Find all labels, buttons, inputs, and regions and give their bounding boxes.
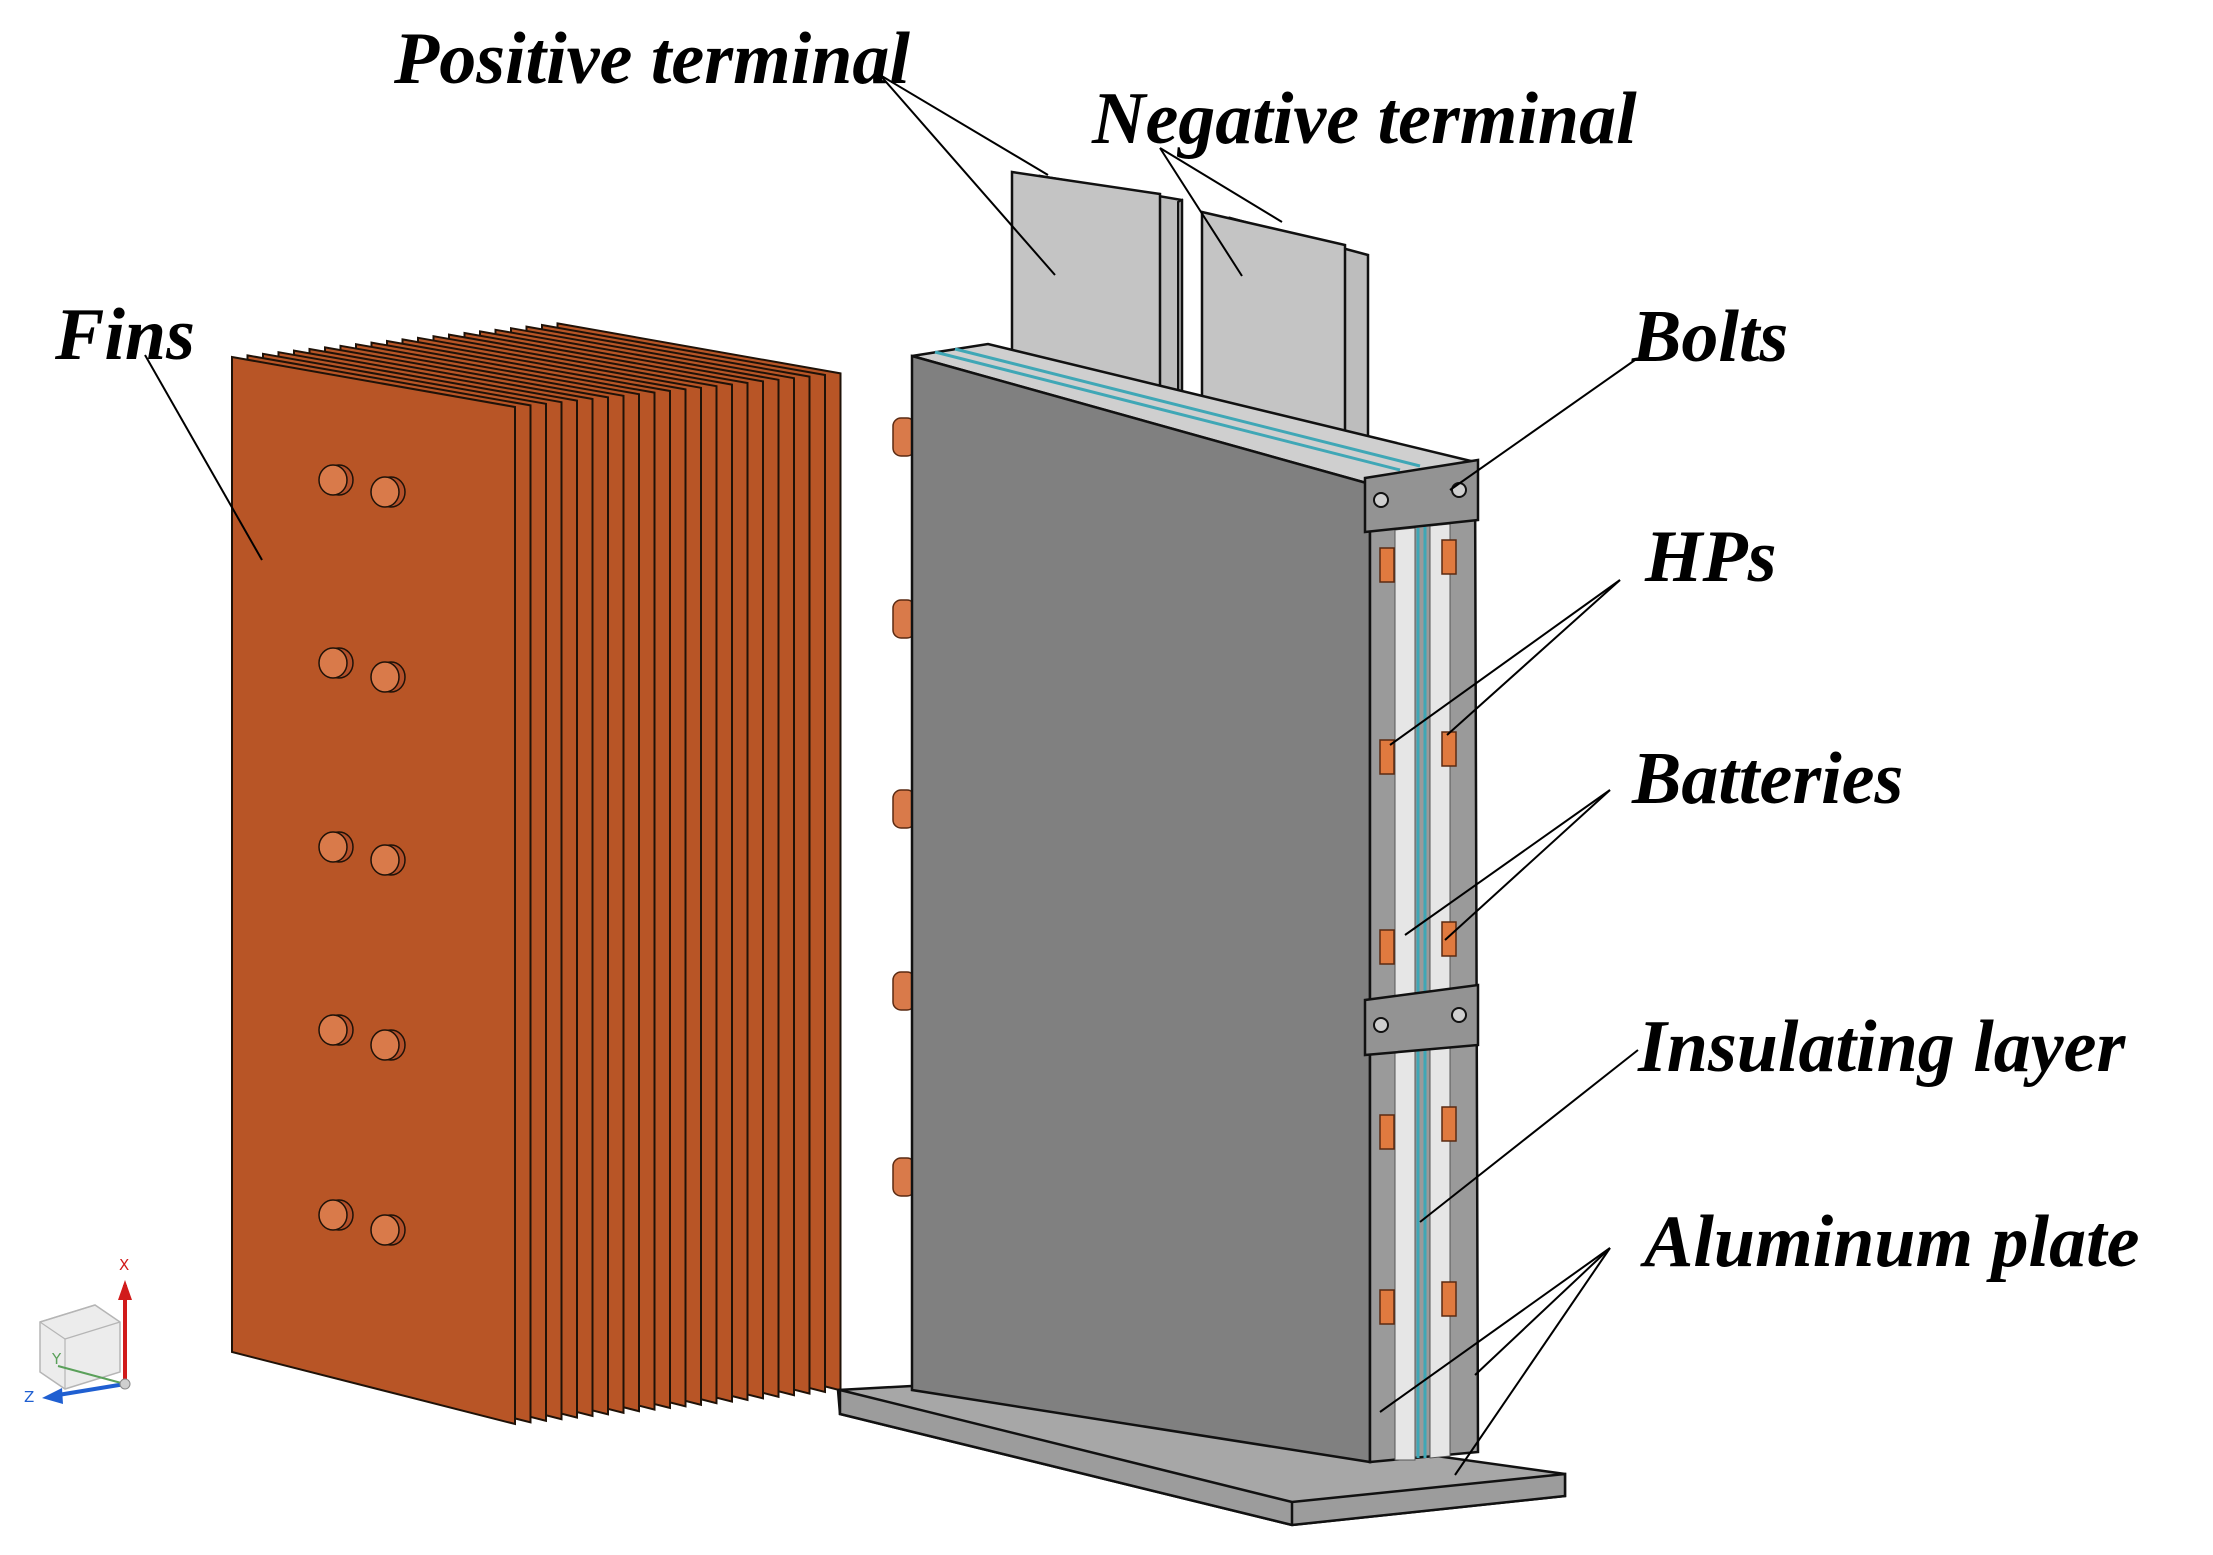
leader-lines: [144, 74, 1639, 1476]
label-fins: Fins: [55, 294, 195, 376]
axis-y-label: Y: [52, 1350, 62, 1368]
bolt-mid-left: [1373, 1017, 1389, 1033]
z-axis-arrow: [51, 1382, 126, 1398]
hp-pad: [1441, 539, 1457, 575]
label-insulating-layer: Insulating layer: [1638, 1006, 2126, 1088]
bolt-top-right: [1451, 482, 1467, 498]
heat-pipe-end: [318, 1014, 354, 1046]
axis-z-label: Z: [24, 1388, 35, 1406]
fin-plate: [231, 355, 516, 1426]
axis-triad: [39, 1280, 132, 1404]
negative-terminal-tab: [1200, 210, 1370, 457]
label-negative-terminal: Negative terminal: [1092, 78, 1637, 160]
heat-pipe-end: [370, 1029, 406, 1061]
label-hps: HPs: [1645, 516, 1777, 598]
heat-pipe-end: [318, 831, 354, 863]
label-batteries: Batteries: [1632, 738, 1904, 820]
label-positive-terminal: Positive terminal: [394, 18, 910, 100]
hp-pad: [1379, 1289, 1395, 1325]
heat-pipe-end: [318, 647, 354, 679]
bolt-strap-middle: [1363, 983, 1480, 1057]
label-bolts: Bolts: [1632, 296, 1789, 378]
y-axis-arrow: [57, 1365, 126, 1385]
heat-pipe-end: [318, 1199, 354, 1231]
axis-x-label: X: [119, 1256, 130, 1274]
hp-pad: [1379, 739, 1395, 775]
label-aluminum-plate: Aluminum plate: [1644, 1201, 2140, 1283]
positive-terminal-tab: [1010, 170, 1184, 406]
heat-pipes-side: [1379, 539, 1457, 1325]
fins-stack: [231, 322, 842, 1426]
hp-pad: [1441, 1106, 1457, 1142]
hp-pad: [1379, 1114, 1395, 1150]
hp-pad: [1379, 929, 1395, 965]
hp-pad: [1441, 921, 1457, 957]
bolt-top-left: [1373, 492, 1389, 508]
heat-pipe-end: [318, 464, 354, 496]
heat-pipe-stubs: [892, 417, 916, 1197]
hp-pad: [1441, 731, 1457, 767]
heat-pipe-end: [370, 1214, 406, 1246]
hp-pad: [1441, 1281, 1457, 1317]
heat-pipe-end: [370, 661, 406, 693]
bolt-mid-right: [1451, 1007, 1467, 1023]
hp-pad: [1379, 547, 1395, 583]
heat-pipe-end: [370, 476, 406, 508]
heat-pipe-end: [370, 844, 406, 876]
